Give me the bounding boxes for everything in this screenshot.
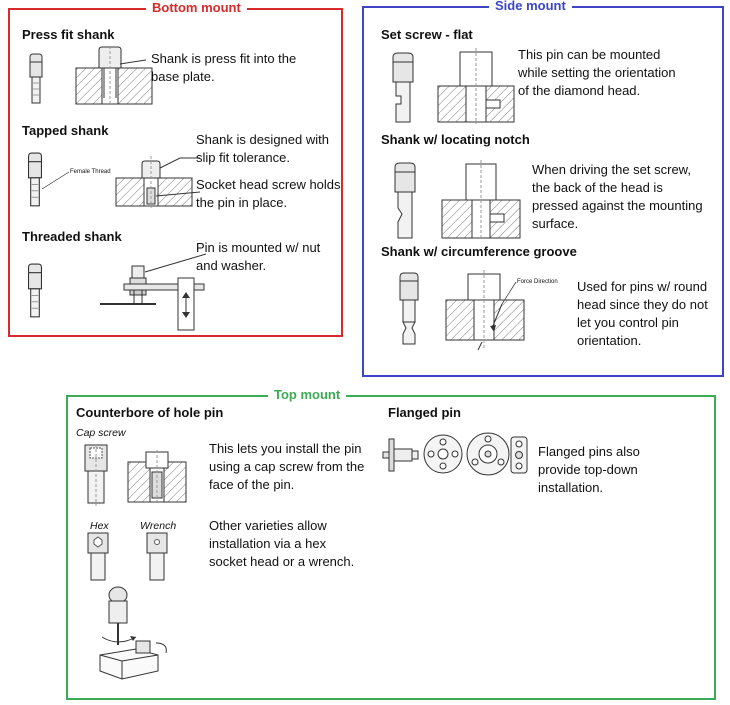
top-mount-title: Top mount (268, 387, 347, 403)
counterbore-heading: Counterbore of hole pin (76, 405, 224, 420)
side-mount-panel: Side mount Set screw - flat This pin can… (362, 0, 724, 377)
locating-notch-section-illustration (440, 160, 522, 240)
tapped-description-screw: Socket head screw holds the pin in place… (196, 177, 341, 210)
female-thread-callout: Female Thread (70, 169, 111, 175)
wrench-install-illustration (96, 585, 180, 691)
tapped-shank-heading: Tapped shank (22, 123, 109, 138)
flanged-pin-heading: Flanged pin (388, 405, 461, 420)
hex-label: Hex (90, 520, 109, 532)
cap-screw-description: This lets you install the pin using a ca… (209, 441, 365, 492)
threaded-description: Pin is mounted w/ nut and washer. (196, 240, 321, 273)
tapped-section-illustration (114, 146, 194, 208)
flanged-pin-side-illustration (382, 436, 420, 474)
force-direction-callout: Force Direction (517, 279, 558, 285)
cap-screw-section-illustration (126, 450, 188, 504)
press-fit-section-illustration (74, 46, 152, 106)
set-screw-description: This pin can be mounted while setting th… (518, 47, 676, 98)
threaded-pin-illustration (24, 263, 46, 319)
side-mount-title: Side mount (489, 0, 572, 14)
groove-pin-illustration (398, 272, 420, 346)
press-fit-description: Shank is press fit into the base plate. (151, 51, 297, 84)
set-screw-pin-illustration (390, 52, 416, 124)
threaded-section-illustration (96, 246, 214, 330)
press-fit-pin-illustration (28, 53, 44, 105)
wrench-label: Wrench (140, 520, 177, 532)
flanged-pin-large-top-view (465, 431, 511, 477)
tapped-description-tolerance: Shank is designed with slip fit toleranc… (196, 132, 329, 165)
locating-notch-heading: Shank w/ locating notch (381, 132, 530, 147)
threaded-shank-heading: Threaded shank (22, 229, 122, 244)
flanged-pin-square-top-view (510, 436, 528, 474)
bottom-mount-panel: Bottom mount Press fit shank Shank is pr… (8, 0, 343, 337)
locating-notch-description: When driving the set screw, the back of … (532, 162, 703, 231)
hex-wrench-description: Other varieties allow installation via a… (209, 518, 355, 569)
female-thread-leader (40, 171, 70, 191)
circumference-groove-heading: Shank w/ circumference groove (381, 244, 577, 259)
circumference-groove-description: Used for pins w/ round head since they d… (577, 279, 708, 348)
bottom-mount-title: Bottom mount (146, 0, 247, 16)
set-screw-heading: Set screw - flat (381, 27, 473, 42)
press-fit-heading: Press fit shank (22, 27, 115, 42)
set-screw-section-illustration (436, 48, 516, 124)
locating-notch-pin-illustration (392, 162, 418, 240)
wrench-pin-illustration (145, 532, 169, 582)
flanged-pin-description: Flanged pins also provide top-down insta… (538, 444, 640, 495)
flanged-pin-round-top-view (422, 433, 464, 475)
hex-pin-illustration (86, 532, 110, 582)
top-mount-panel: Top mount Counterbore of hole pin Cap sc… (66, 387, 716, 700)
groove-section-illustration (444, 270, 526, 350)
cap-screw-pin-illustration (83, 444, 109, 506)
cap-screw-label: Cap screw (76, 427, 126, 439)
